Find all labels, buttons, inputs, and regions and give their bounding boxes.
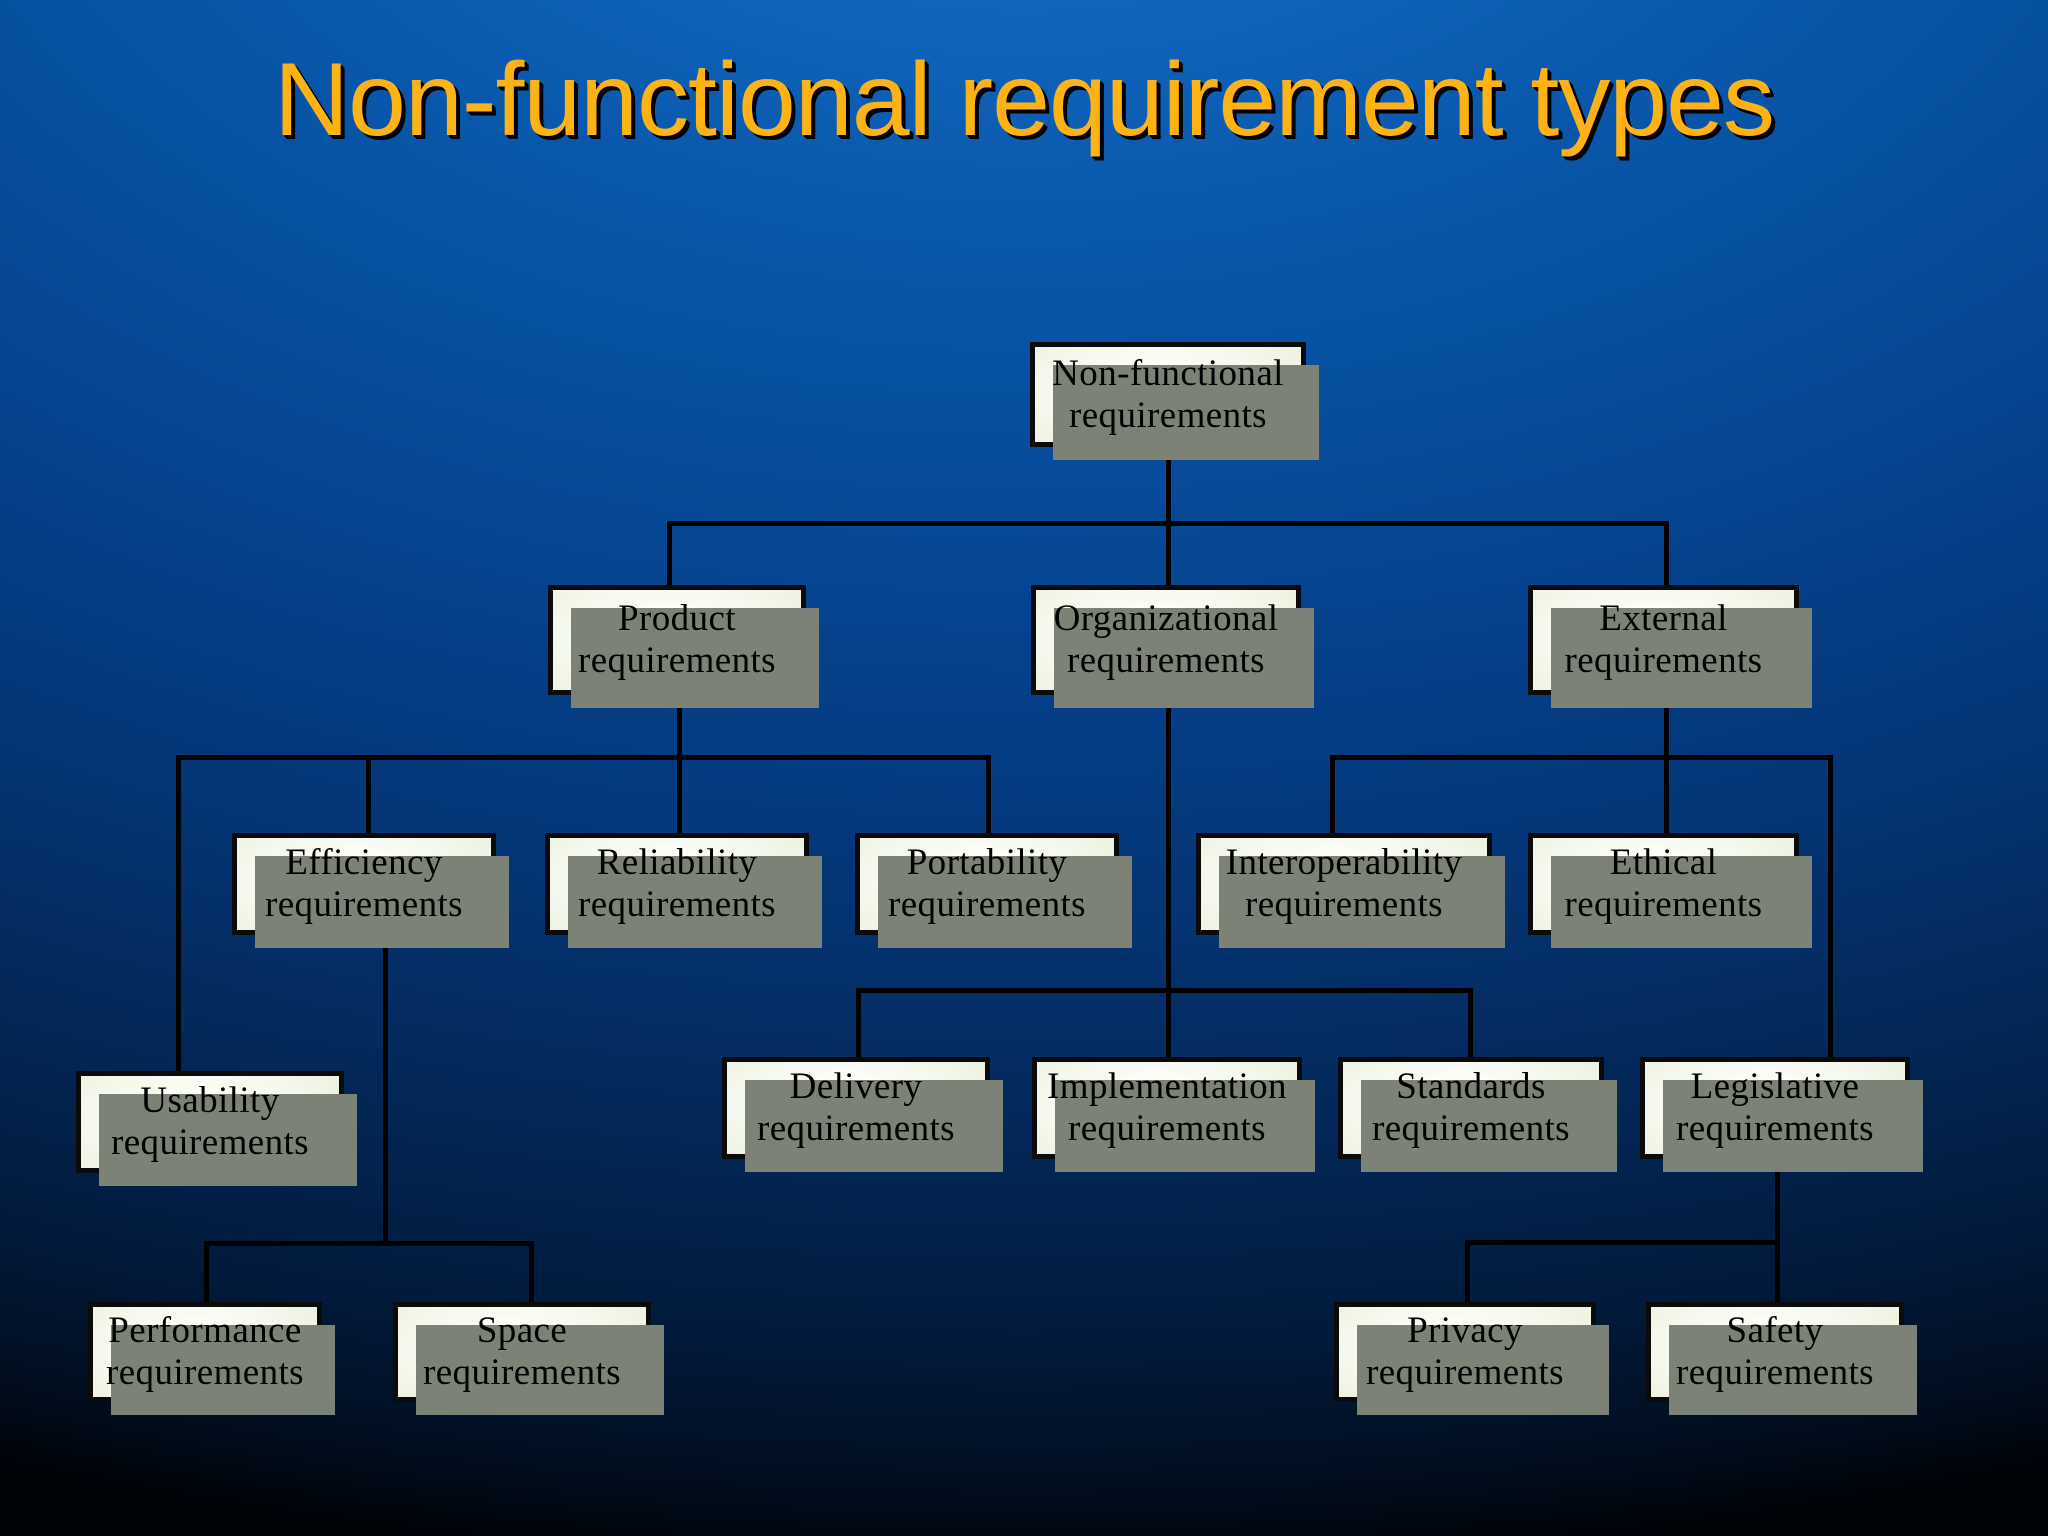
node-label-line2: requirements (1676, 1352, 1874, 1393)
connector-external-to-legislative (1828, 755, 1833, 1060)
node-label-line1: Reliability (596, 842, 758, 884)
node-label-line1: External (1599, 598, 1728, 640)
connector-to-product (667, 521, 672, 587)
node-safety[interactable]: Safety requirements (1646, 1302, 1917, 1415)
connector-external-stem (1664, 695, 1669, 758)
node-label-line2: requirements (1068, 1108, 1266, 1149)
connector-product-bus (176, 755, 991, 760)
node-label-line1: Efficiency (285, 842, 443, 884)
node-label-line1: Usability (140, 1080, 280, 1122)
node-interoperability[interactable]: Interoperability requirements (1196, 833, 1505, 948)
node-legislative[interactable]: Legislative requirements (1640, 1057, 1923, 1172)
node-label-line2: requirements (757, 1108, 955, 1149)
connector-product-to-reliability (677, 755, 682, 835)
node-label-line2: requirements (111, 1122, 309, 1163)
node-label-line1: Legislative (1690, 1066, 1860, 1108)
connector-efficiency-stem (383, 935, 388, 1245)
node-performance[interactable]: Performance requirements (88, 1302, 335, 1415)
connector-organizational-stem (1166, 695, 1171, 991)
node-label-line1: Organizational (1053, 598, 1279, 640)
node-label-line2: requirements (1245, 884, 1443, 925)
connector-org-to-standards (1468, 988, 1473, 1060)
node-label-line1: Delivery (789, 1066, 923, 1108)
node-label-line1: Ethical (1609, 842, 1718, 884)
node-label-line1: Portability (906, 842, 1068, 884)
node-delivery[interactable]: Delivery requirements (722, 1057, 1003, 1172)
connector-organizational-bus (856, 988, 1473, 993)
connector-product-to-portability (986, 755, 991, 835)
connector-leg-to-safety (1775, 1240, 1780, 1312)
node-label-line2: requirements (578, 640, 776, 681)
node-label-line1: Performance (108, 1310, 302, 1352)
connector-external-to-interoperability (1330, 755, 1335, 835)
connector-root-stem (1166, 446, 1171, 524)
connector-legislative-stem (1775, 1168, 1780, 1244)
node-label-line2: requirements (423, 1352, 621, 1393)
connector-product-to-efficiency (366, 755, 371, 835)
node-implementation[interactable]: Implementation requirements (1032, 1057, 1315, 1172)
node-ethical[interactable]: Ethical requirements (1528, 833, 1812, 948)
connector-efficiency-bus (204, 1241, 534, 1246)
connector-efficiency-to-space (529, 1241, 534, 1311)
node-non-functional-requirements[interactable]: Non-functional requirements (1030, 342, 1319, 460)
node-label-line1: Privacy (1407, 1310, 1523, 1352)
connector-org-to-delivery (856, 988, 861, 1060)
node-label-line2: requirements (1676, 1108, 1874, 1149)
node-organizational[interactable]: Organizational requirements (1031, 585, 1314, 708)
node-label-line2: requirements (1564, 640, 1763, 681)
connector-legislative-bus (1465, 1240, 1780, 1245)
node-label-line1: Safety (1726, 1310, 1824, 1352)
node-portability[interactable]: Portability requirements (855, 833, 1132, 948)
node-label-line1: Product (618, 598, 736, 640)
node-label-line2: requirements (578, 884, 776, 925)
connector-product-stem (677, 695, 682, 758)
node-label-line2: requirements (888, 884, 1086, 925)
node-label-line1: Implementation (1047, 1066, 1287, 1108)
node-label-line2: requirements (265, 884, 463, 925)
node-privacy[interactable]: Privacy requirements (1334, 1302, 1609, 1415)
node-label-line2: requirements (1564, 884, 1763, 925)
node-label-line1: Standards (1396, 1066, 1546, 1108)
connector-org-to-implementation (1166, 988, 1171, 1060)
connector-to-external (1664, 521, 1669, 587)
node-efficiency[interactable]: Efficiency requirements (232, 833, 509, 948)
node-usability[interactable]: Usability requirements (76, 1071, 357, 1186)
node-external[interactable]: External requirements (1528, 585, 1812, 708)
connector-efficiency-to-performance (204, 1241, 209, 1311)
node-space[interactable]: Space requirements (393, 1302, 664, 1415)
node-product[interactable]: Product requirements (548, 585, 819, 708)
connector-product-to-usability (176, 755, 181, 1075)
node-label-line2: requirements (106, 1352, 304, 1393)
node-label-line2: requirements (1366, 1352, 1564, 1393)
node-label-line1: Non-functional (1052, 352, 1284, 394)
connector-to-organizational (1166, 521, 1171, 587)
node-label-line2: requirements (1067, 640, 1265, 681)
node-reliability[interactable]: Reliability requirements (545, 833, 822, 948)
node-label-line2: requirements (1069, 394, 1267, 436)
node-label-line1: Space (476, 1310, 568, 1352)
node-label-line2: requirements (1372, 1108, 1570, 1149)
connector-external-to-ethical (1664, 755, 1669, 835)
node-standards[interactable]: Standards requirements (1338, 1057, 1617, 1172)
connector-external-bus (1330, 755, 1833, 760)
connector-leg-to-privacy (1465, 1240, 1470, 1312)
node-label-line1: Interoperability (1225, 842, 1463, 884)
page-title: Non-functional requirement types (274, 42, 1775, 158)
